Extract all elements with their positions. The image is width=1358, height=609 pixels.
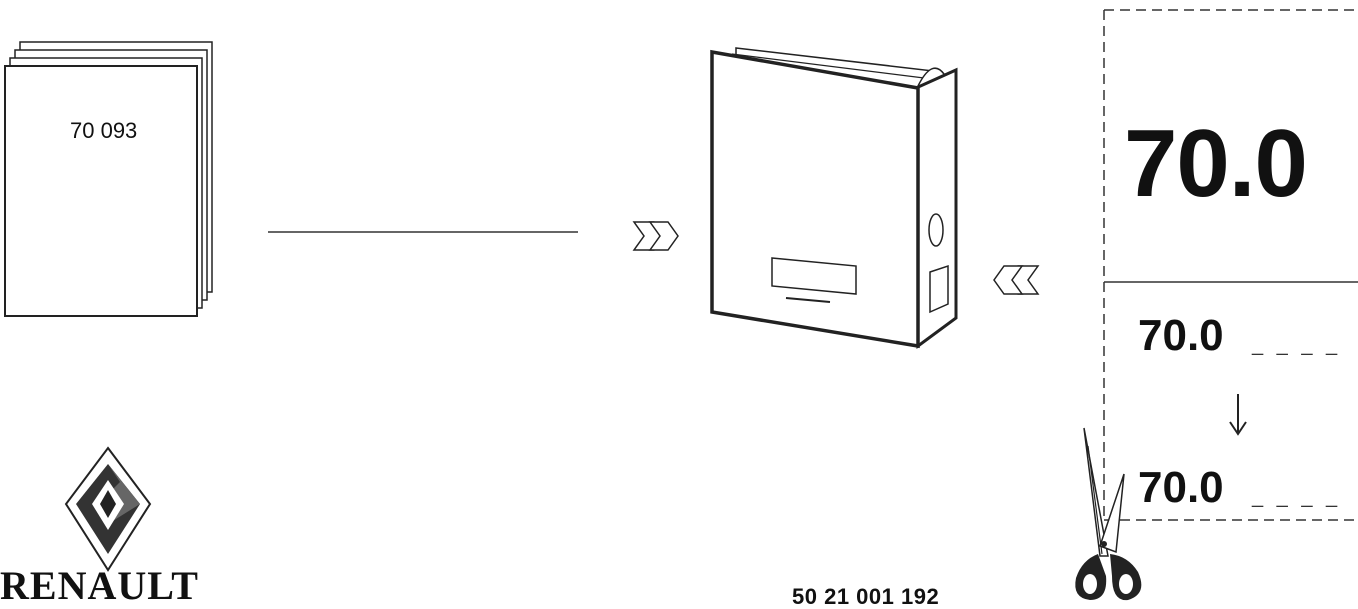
double-chevron-right-icon (632, 221, 679, 251)
double-chevron-left-icon (993, 265, 1040, 295)
new-code-dots: _ _ _ _ (1252, 486, 1342, 508)
old-code: 70.0 (1138, 311, 1224, 360)
binder-icon (710, 47, 958, 349)
brand-name: RENAULT (0, 563, 199, 608)
old-code-dots: _ _ _ _ (1252, 334, 1342, 356)
large-code: 70.0 (1124, 110, 1308, 217)
booklet-stack (4, 41, 213, 317)
reference-number: 50 21 001 192 (792, 584, 940, 609)
booklet-number: 70 093 (70, 118, 138, 143)
connector-line (268, 231, 578, 233)
renault-diamond-logo (64, 446, 152, 572)
down-arrow-icon (1229, 394, 1247, 436)
new-code: 70.0 (1138, 463, 1224, 512)
scissors-icon (1075, 427, 1142, 601)
